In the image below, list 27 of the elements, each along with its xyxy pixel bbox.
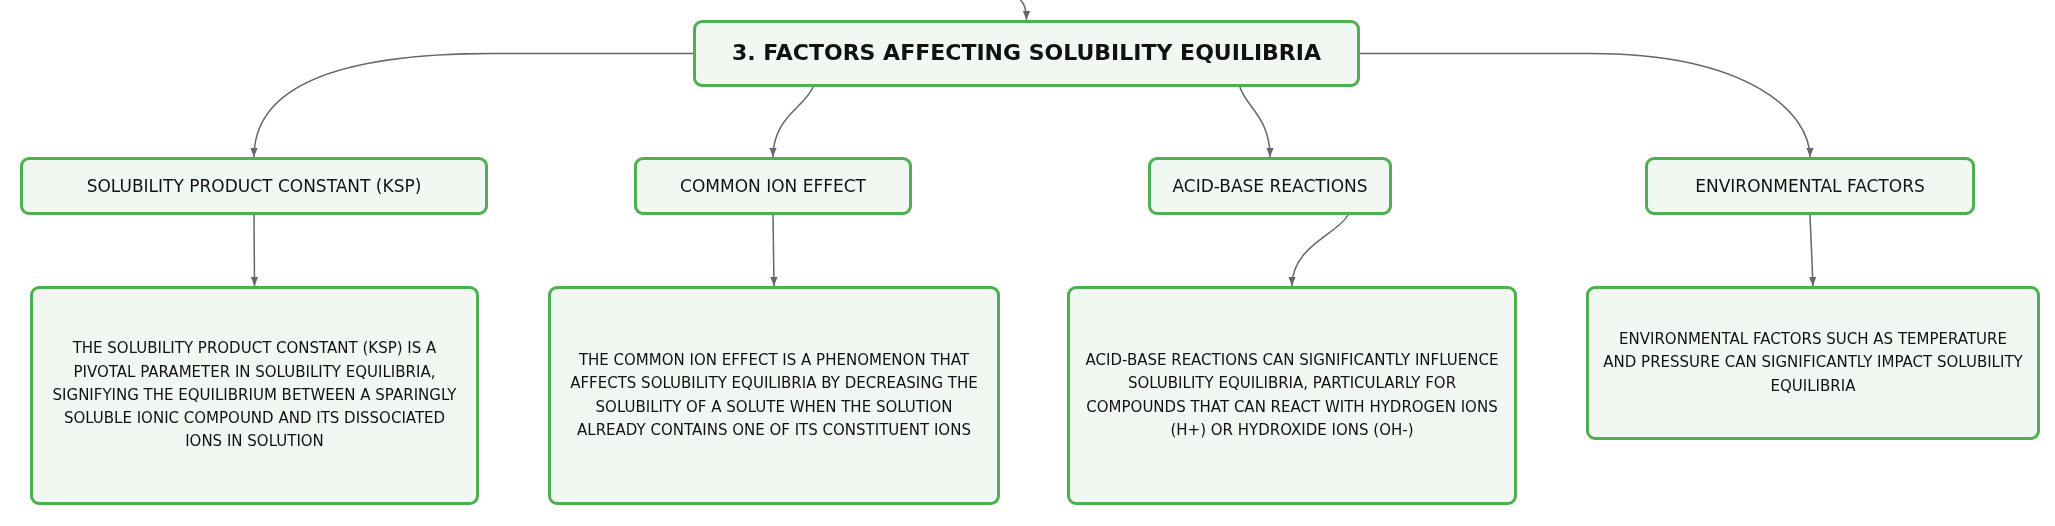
connector-arrow [1239,86,1274,158]
connector-arrow [1019,0,1030,21]
topic-box [1148,157,1392,215]
connector-arrow [251,52,694,158]
connector-arrow [770,214,778,287]
description-box [30,286,479,505]
description-text: THE COMMON ION EFFECT IS A PHENOMENON THAT AFFECTS SOLUBILITY EQUILIBRIA BY DECREASING THE SOLUBILITY OF A SOLUTE WHEN THE SOLUTION ALREADY CONTAINS ONE OF ITS CONSTITUENT IONS [569,350,979,441]
description-box [1586,286,2040,440]
topic-label: SOLUBILITY PRODUCT CONSTANT (KSP) [86,174,422,198]
topic-label: ENVIRONMENTAL FACTORS [1695,174,1925,198]
connector-arrow [1359,52,1813,158]
connector-arrow [1809,214,1817,287]
connector-arrow [1289,214,1349,287]
description-text: ACID-BASE REACTIONS CAN SIGNIFICANTLY INFLUENCE SOLUBILITY EQUILIBRIA, PARTICULARLY FOR COMPOUNDS THAT CAN REACT WITH HYDROGEN IONS (H+) OR HYDROXIDE IONS (OH-) [1084,350,1500,441]
topic-box [634,157,912,215]
title-box [693,20,1360,87]
description-text: THE SOLUBILITY PRODUCT CONSTANT (KSP) IS A PIVOTAL PARAMETER IN SOLUBILITY EQUILIBRIA, SIGNIFYING THE EQUILIBRIUM BETWEEN A SPARINGLY SOLUBLE IONIC COMPOUND AND ITS DISSOCIATED IONS IN SOLUTION [51,338,458,453]
topic-box [1645,157,1975,215]
title-text: 3. FACTORS AFFECTING SOLUBILITY EQUILIBRIA [731,39,1321,68]
topic-label: ACID-BASE REACTIONS [1172,174,1368,198]
connector-arrow [770,86,814,158]
topic-box [20,157,488,215]
description-box [548,286,1000,505]
description-box [1067,286,1517,505]
description-text: ENVIRONMENTAL FACTORS SUCH AS TEMPERATURE AND PRESSURE CAN SIGNIFICANTLY IMPACT SOLUBILITY EQUILIBRIA [1603,329,2023,397]
topic-label: COMMON ION EFFECT [680,174,866,198]
connector-arrow [250,214,259,287]
